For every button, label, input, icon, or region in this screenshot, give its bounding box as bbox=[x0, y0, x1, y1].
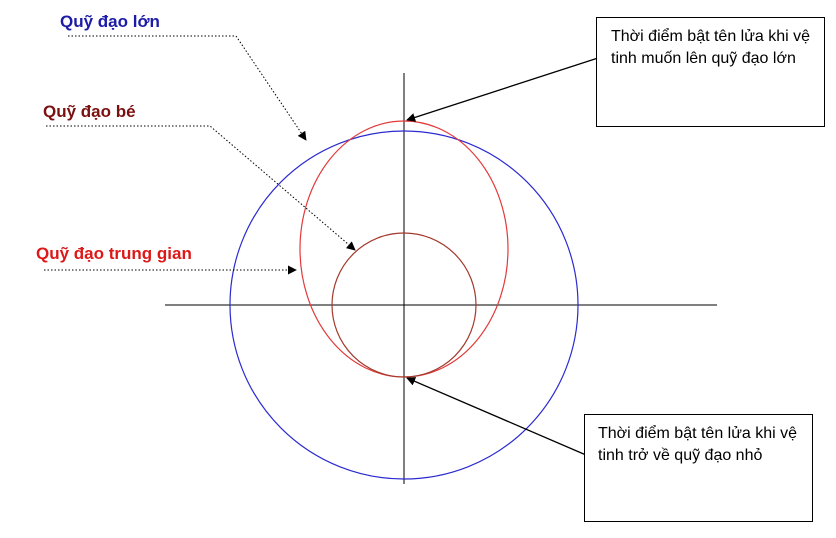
transfer-orbit-label: Quỹ đạo trung gian bbox=[36, 244, 192, 263]
small-orbit-circle bbox=[331, 232, 477, 378]
callout-bottom-box: Thời điểm bật tên lửa khi vệ tinh trở về… bbox=[584, 414, 813, 522]
small-orbit-label: Quỹ đạo bé bbox=[43, 102, 136, 121]
top-callout-arrow bbox=[406, 57, 599, 122]
large-orbit-circle bbox=[229, 130, 579, 480]
callout-top-box: Thời điểm bật tên lửa khi vệ tinh muốn l… bbox=[596, 17, 825, 127]
large-orbit-pointer bbox=[68, 35, 307, 141]
small-orbit-pointer bbox=[46, 125, 356, 251]
bottom-callout-arrow bbox=[406, 377, 587, 456]
large-orbit-label: Quỹ đạo lớn bbox=[60, 12, 160, 31]
callout-top-text: Thời điểm bật tên lửa khi vệ tinh muốn l… bbox=[611, 28, 811, 67]
callout-bottom-text: Thời điểm bật tên lửa khi vệ tinh trở về… bbox=[598, 425, 798, 464]
